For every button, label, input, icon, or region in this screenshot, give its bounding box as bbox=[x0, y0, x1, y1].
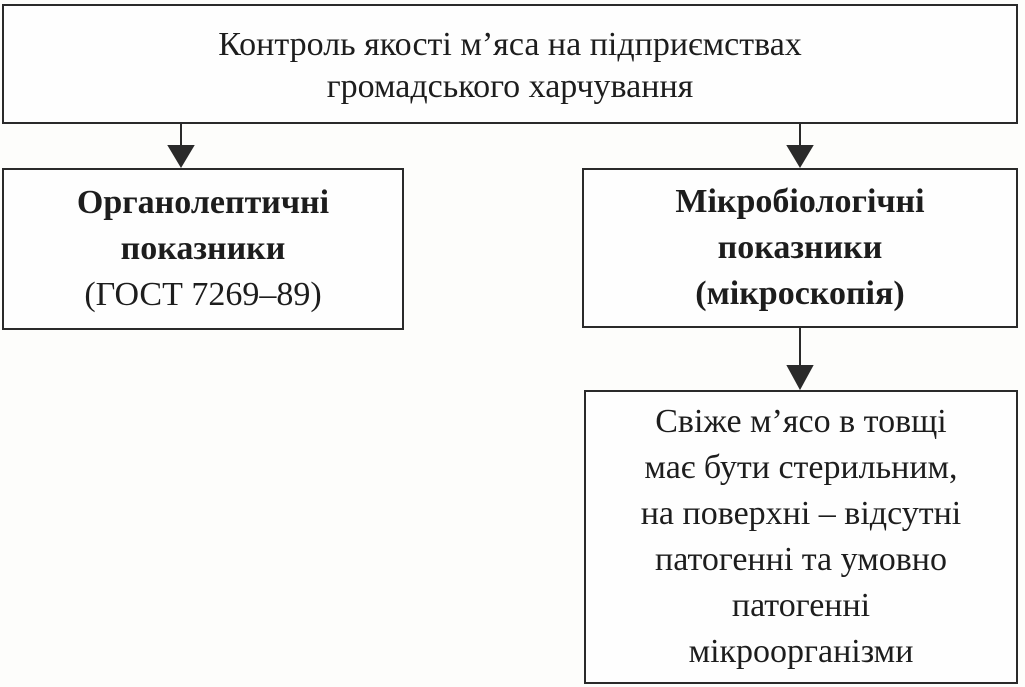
node-bottom-line-4: патогенні та умовно bbox=[655, 541, 947, 578]
node-right-line-3: (мікроскопія) bbox=[695, 275, 905, 312]
node-organoleptic-indicators: Органолептичні показники (ГОСТ 7269–89) bbox=[2, 168, 404, 330]
node-meat-quality-control: Контроль якості м’яса на підприємствах г… bbox=[2, 4, 1018, 124]
node-left-title-line-1: Органолептичні bbox=[76, 184, 330, 221]
arrowhead-right-icon bbox=[786, 145, 814, 168]
arrowhead-bottom-icon bbox=[786, 365, 814, 391]
node-bottom-line-5: патогенні bbox=[731, 587, 871, 624]
node-bottom-line-1: Свіже м’ясо в товщі bbox=[655, 403, 947, 440]
node-right-line-2: показники bbox=[717, 229, 883, 266]
node-left-title-line-2: показники bbox=[120, 230, 286, 267]
node-bottom-line-6: мікроорганізми bbox=[688, 633, 914, 670]
arrowhead-left-icon bbox=[167, 145, 195, 168]
node-microbiological-indicators: Мікробіологічні показники (мікроскопія) bbox=[582, 168, 1018, 328]
node-right-line-1: Мікробіологічні bbox=[675, 183, 925, 220]
node-fresh-meat-requirements: Свіже м’ясо в товщі має бути стерильним,… bbox=[584, 390, 1018, 684]
node-bottom-line-2: має бути стерильним, bbox=[644, 449, 958, 486]
node-top-line-2: громадського харчування bbox=[326, 68, 694, 105]
node-left-standard: (ГОСТ 7269–89) bbox=[84, 276, 322, 313]
node-bottom-line-3: на поверхні – відсутні bbox=[640, 495, 962, 532]
node-top-line-1: Контроль якості м’яса на підприємствах bbox=[218, 26, 802, 63]
